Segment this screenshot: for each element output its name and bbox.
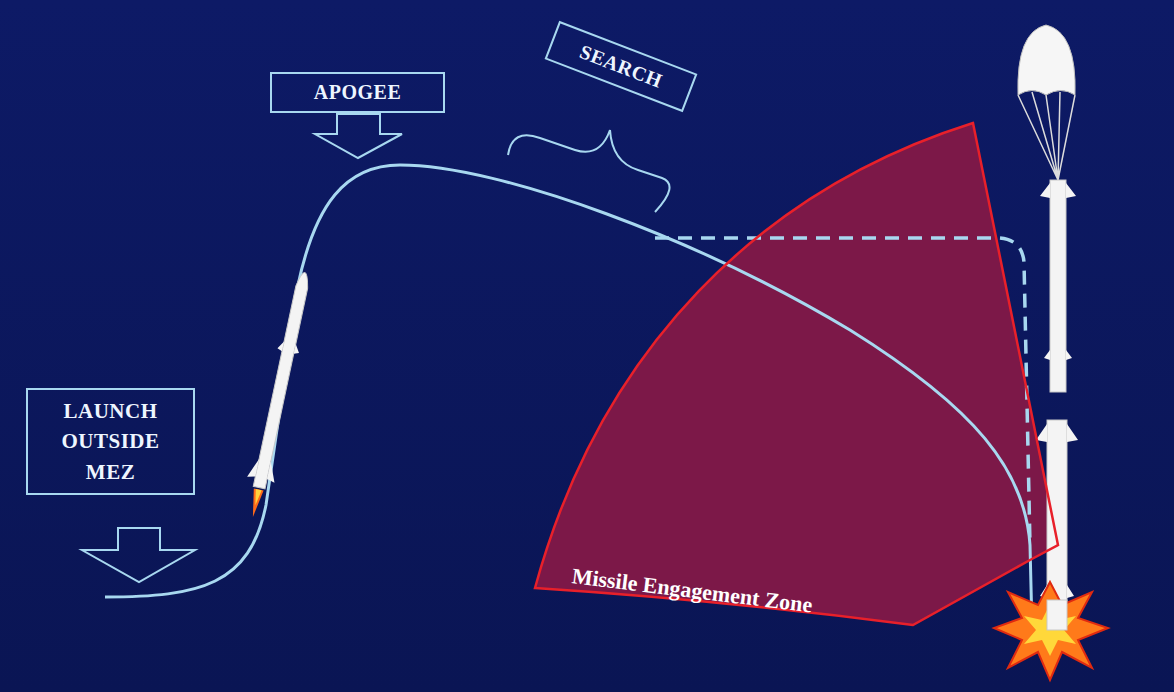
zone-fill xyxy=(535,123,1058,625)
zone-outline xyxy=(530,118,1065,633)
pointer-box: LAUNCH OUTSIDE MEZ xyxy=(26,388,195,495)
parachute xyxy=(1018,25,1075,180)
box-label: SEARCH xyxy=(557,31,685,100)
bracket xyxy=(508,130,670,212)
pointer-box: SEARCH xyxy=(545,20,698,111)
zone-border xyxy=(535,123,1058,625)
pointer-box: APOGEE xyxy=(270,72,445,113)
trajectory xyxy=(105,165,1032,628)
missile xyxy=(239,269,318,519)
search-path xyxy=(655,238,1030,545)
missile xyxy=(1036,180,1078,615)
pointer-arrow xyxy=(82,528,195,582)
box-label: LAUNCH OUTSIDE MEZ xyxy=(36,396,185,487)
engagement-zone: Missile Engagement Zone xyxy=(530,118,1065,633)
pointer-arrow xyxy=(315,114,402,158)
explosion xyxy=(994,582,1108,680)
box-label: APOGEE xyxy=(280,80,435,105)
zone-label: Missile Engagement Zone xyxy=(570,563,813,618)
